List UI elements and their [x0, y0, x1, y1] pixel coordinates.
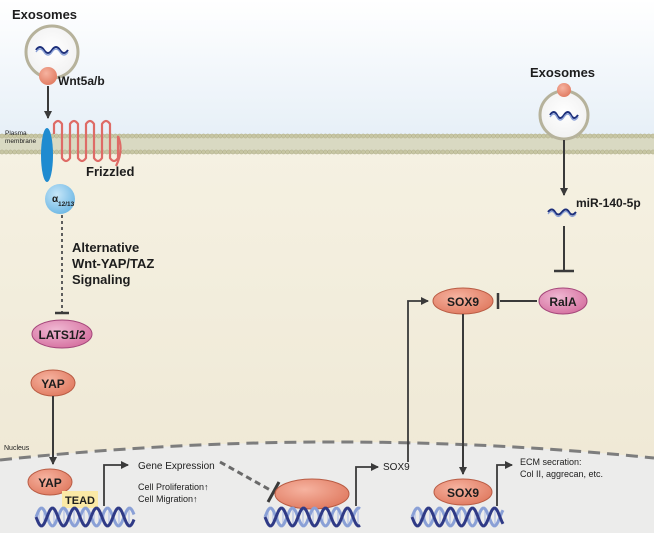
g-alpha-label: α: [52, 194, 59, 205]
rala-node: [538, 287, 588, 315]
plasma-membrane-label-2: membrane: [5, 138, 36, 145]
dna-helix-left: [34, 506, 136, 528]
wnt-label: Wnt5a/b: [58, 74, 105, 88]
alt-label-1: Alternative: [72, 240, 139, 255]
cell-migration-label: Cell Migration↑: [138, 494, 198, 504]
inhibition-bar-tf: [266, 481, 281, 503]
alt-label-3: Signaling: [72, 272, 131, 287]
arrow-sox9-gene-expression: [355, 463, 379, 506]
exosome-right: [538, 89, 590, 141]
arrow-gene-expression: [103, 461, 129, 506]
yap-cyto-label: YAP: [41, 377, 65, 391]
wnt-ligand: [39, 67, 57, 85]
exosome-left: [24, 24, 80, 80]
exosomes-right-label: Exosomes: [530, 65, 595, 80]
rala-label: RalA: [549, 295, 577, 309]
sox9-nuc-label: SOX9: [447, 486, 479, 500]
nucleus-label: Nucleus: [4, 445, 30, 452]
dna-helix-middle: [263, 506, 361, 528]
mirna-strand: [547, 208, 577, 218]
mirna-label: miR-140-5p: [576, 196, 641, 210]
tead-label: TEAD: [65, 495, 95, 507]
cell-proliferation-label: Cell Proliferation↑: [138, 482, 209, 492]
ecm-label-2: Col II, aggrecan, etc.: [520, 469, 603, 479]
alt-label-2: Wnt-YAP/TAZ: [72, 256, 154, 271]
nuclear-envelope: [0, 440, 654, 462]
frizzled-receptor: [52, 119, 122, 167]
sox9-cyto-label: SOX9: [447, 295, 479, 309]
tead-box: [62, 491, 98, 508]
frizzled-label: Frizzled: [86, 164, 134, 179]
yap-nuc-label: YAP: [38, 476, 62, 490]
yap-nuc-node: [27, 468, 73, 496]
plasma-membrane: [0, 133, 654, 155]
sox9-nuc-node: [433, 478, 493, 506]
lats-label: LATS1/2: [38, 328, 85, 342]
exosome-right-marker: [557, 83, 571, 97]
exosomes-left-label: Exosomes: [12, 7, 77, 22]
g-alpha-subscript: 12/13: [58, 201, 75, 208]
sox9-gene-label: SOX9: [383, 462, 410, 473]
gene-expression-label: Gene Expression: [138, 461, 215, 472]
dna-helix-right: [410, 506, 505, 528]
middle-tf-node: [274, 478, 350, 510]
coreceptor-blue: [41, 128, 53, 182]
arrow-ecm-secretion: [496, 461, 513, 506]
plasma-membrane-label-1: Plasma: [5, 130, 27, 137]
ecm-label-1: ECM secration:: [520, 457, 582, 467]
lats-node: [31, 319, 93, 349]
arrow-sox9-to-cyto: [407, 297, 429, 462]
g-alpha-12-13: [45, 184, 75, 214]
